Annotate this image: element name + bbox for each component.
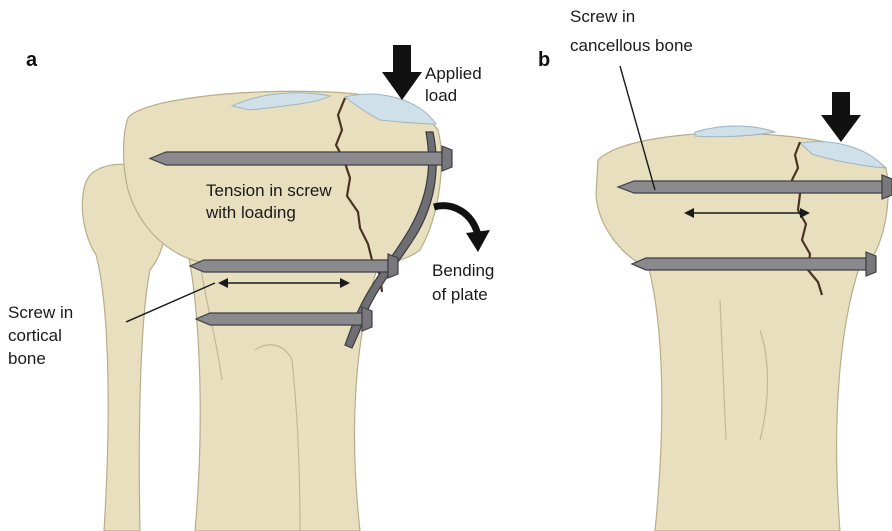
cancellous-label: Screw in cancellous bone: [570, 7, 693, 55]
load-arrow-b: [821, 92, 861, 142]
applied-load-arrow: [382, 45, 422, 100]
panel-a: a Applied load Tension in screw with loa…: [8, 45, 499, 531]
tibia-shaft-b: [648, 265, 860, 531]
applied-load-label: Applied load: [425, 64, 486, 105]
cortical-label: Screw in cortical bone: [8, 303, 78, 368]
bending-label: Bending of plate: [432, 261, 499, 304]
panel-label-b: b: [538, 49, 550, 71]
bending-arrow: [434, 206, 490, 252]
panel-label-a: a: [26, 49, 38, 71]
panel-b: b Screw in cancellous bone: [538, 7, 892, 531]
